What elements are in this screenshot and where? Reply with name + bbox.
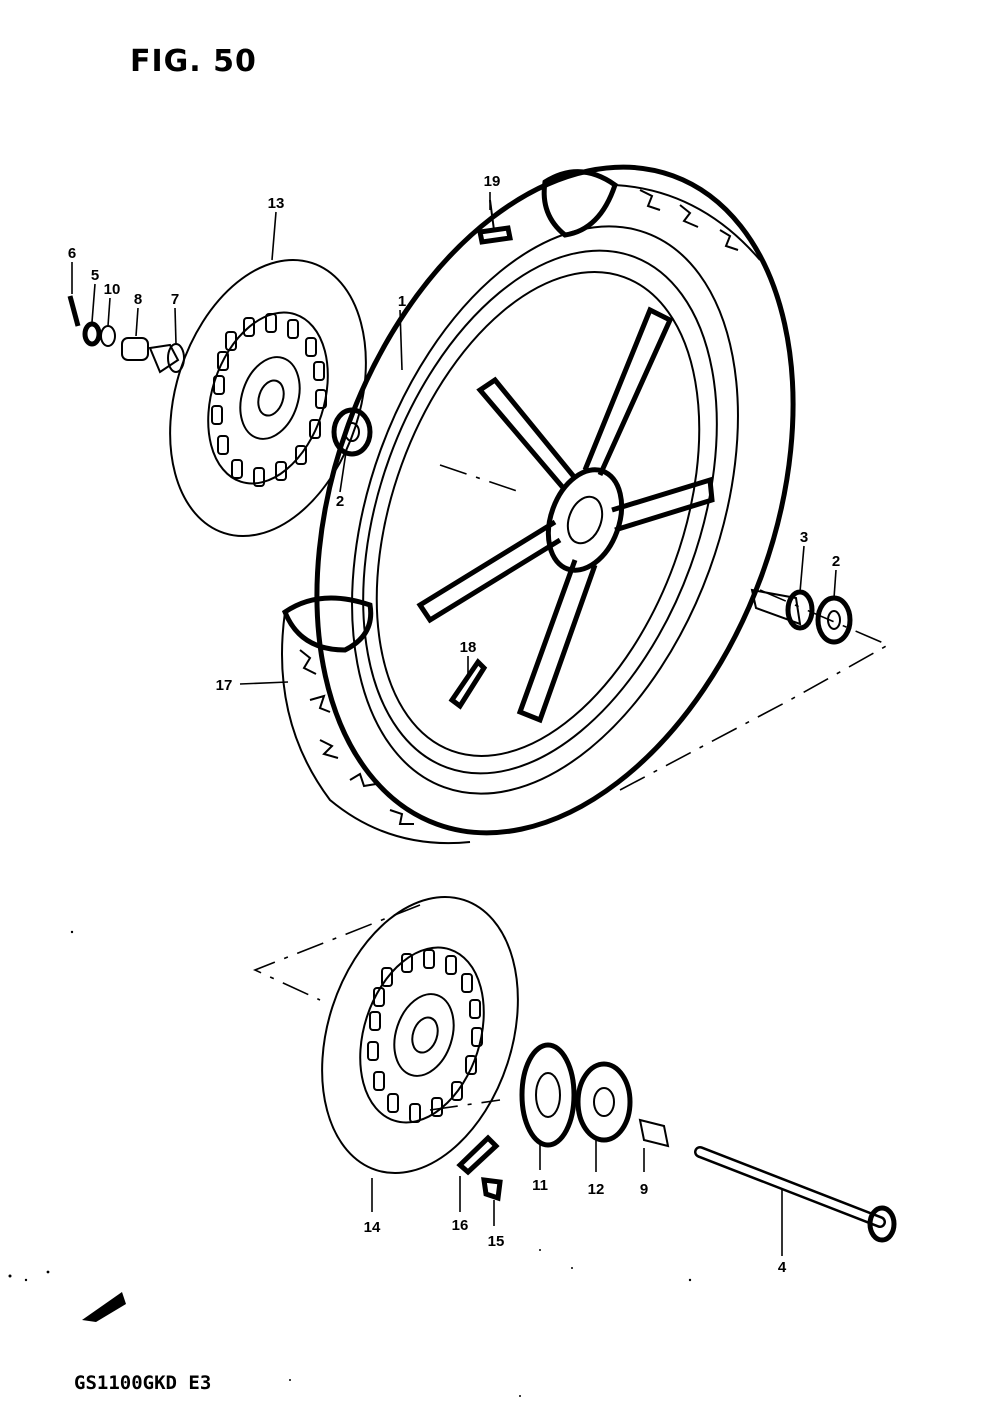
callout-2-right: 2 [832,553,840,570]
figure-title: FIG. 50 [130,44,257,79]
front-axle [694,1146,897,1243]
callout-16: 16 [452,1217,469,1234]
callout-9: 9 [640,1181,648,1198]
callout-15: 15 [488,1233,505,1250]
callout-12: 12 [588,1181,605,1198]
callout-1: 1 [398,293,406,310]
right-axle-hardware [750,588,853,645]
callout-18: 18 [460,639,477,656]
callout-17: 17 [216,677,233,694]
callout-11: 11 [532,1177,548,1194]
callout-8: 8 [134,291,142,308]
callout-19: 19 [484,173,501,190]
speedometer-gearbox [519,1042,670,1148]
scan-noise [8,930,692,1397]
callout-3: 3 [800,529,808,546]
left-axle-hardware [67,295,185,374]
lower-brake-disc [252,895,519,1202]
callout-6: 6 [68,245,76,262]
upper-brake-disc [169,258,367,538]
callout-2-left: 2 [336,493,344,510]
wheel-assembly [281,164,890,845]
callout-14: 14 [364,1219,381,1236]
callout-10: 10 [104,281,121,298]
callout-7: 7 [171,291,179,308]
callout-5: 5 [91,267,99,284]
front-direction-arrow-icon [82,1292,126,1322]
callout-4: 4 [778,1259,787,1276]
model-code: GS1100GKD E3 [74,1372,212,1394]
callout-13: 13 [268,195,285,212]
